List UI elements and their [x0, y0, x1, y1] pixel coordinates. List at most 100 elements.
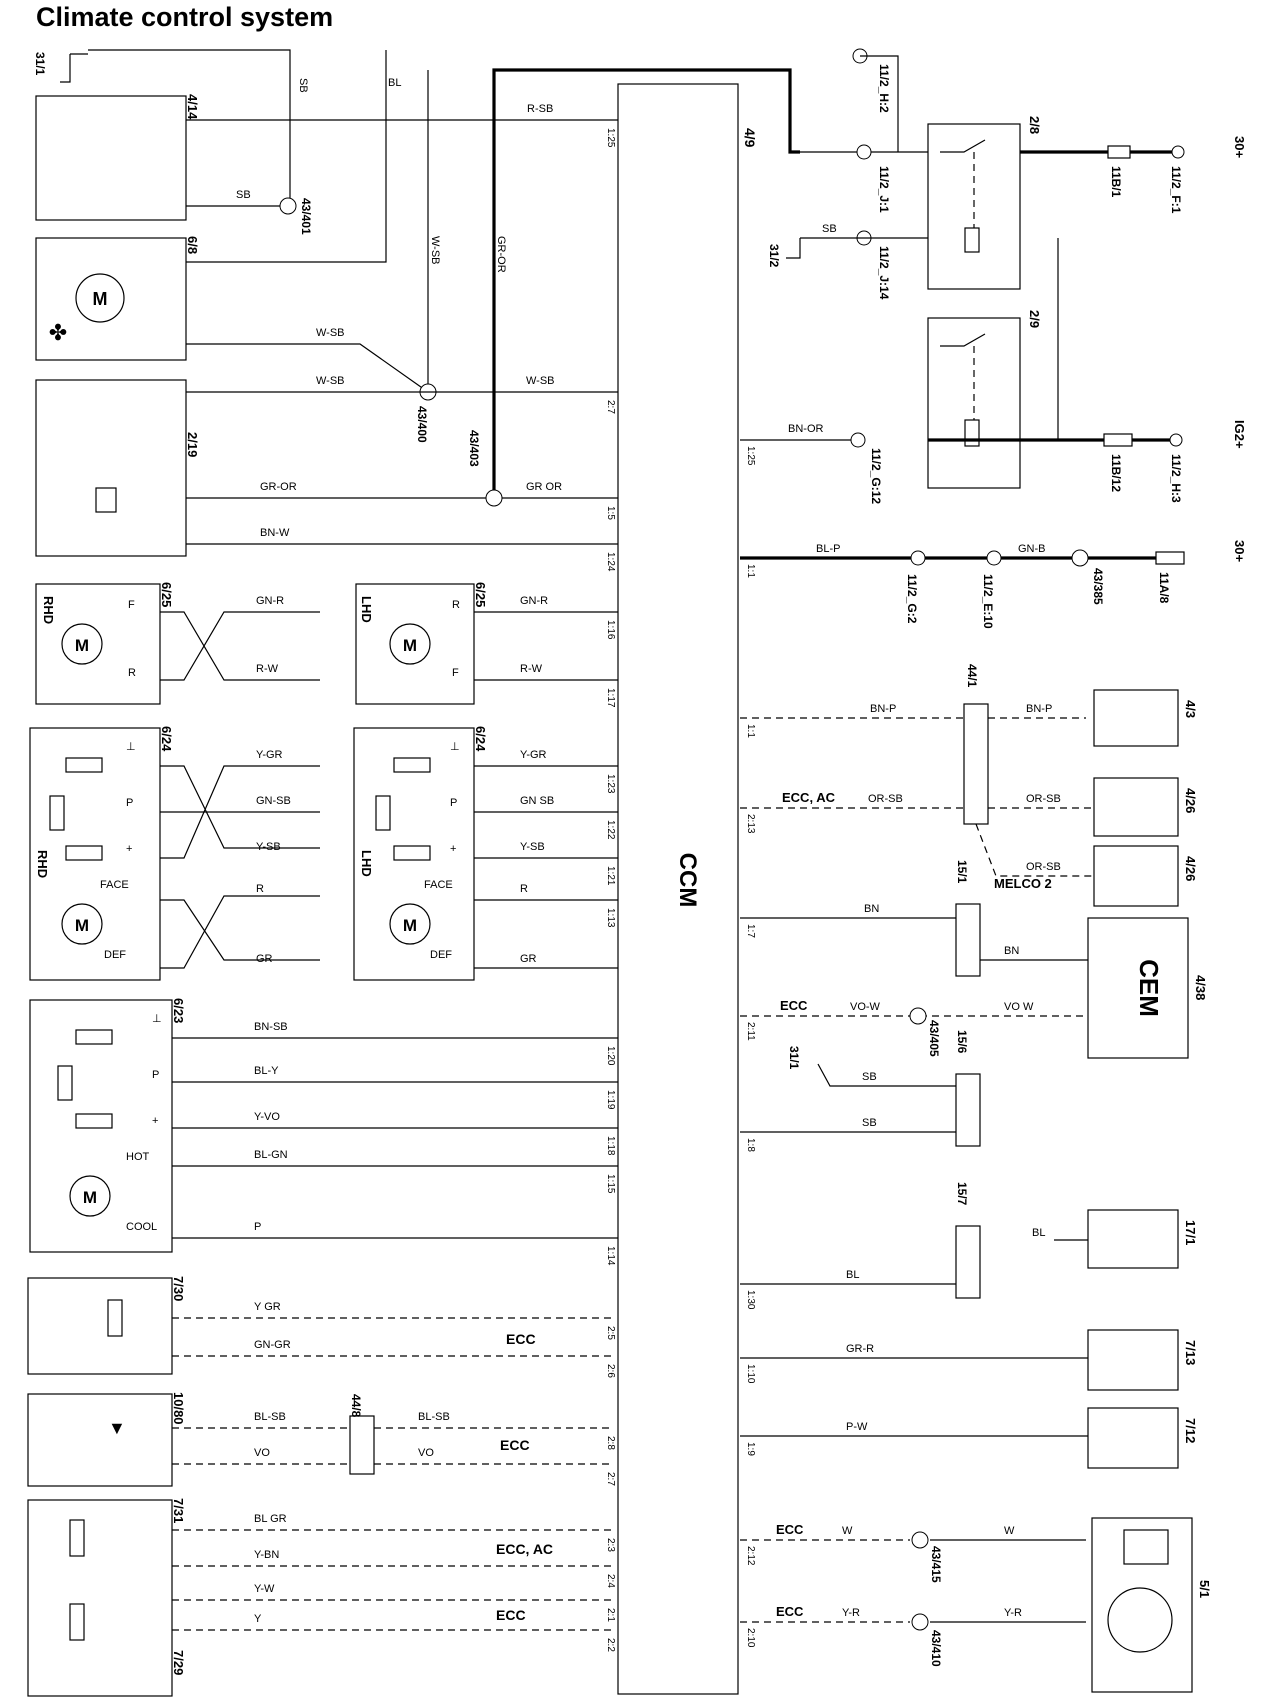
- terminal-11-2-e10: [986, 550, 1002, 566]
- wc-y-sb-lhd: Y-SB: [520, 841, 545, 853]
- relay-2-8-switch: [940, 139, 986, 153]
- ecc-ac-4-26: ECC, AC: [782, 790, 836, 805]
- label-7-12: 7/12: [1183, 1418, 1198, 1443]
- label-sp401: 43/401: [299, 198, 313, 235]
- label-7-29: 7/29: [171, 1650, 186, 1675]
- label-44-8: 44/8: [349, 1394, 363, 1418]
- ccm-pin-left: 1:24: [605, 552, 616, 572]
- label-j1: 11/2_J:1: [877, 166, 891, 213]
- wc-y-sb-rhd: Y-SB: [256, 841, 281, 853]
- gauge-icon: [1107, 1587, 1173, 1653]
- wc-gn-sb-rhd: GN-SB: [256, 795, 291, 807]
- ecc-w: ECC: [776, 1522, 804, 1537]
- wc-r-lhd: R: [520, 883, 528, 895]
- wire-rhd-cross-2: [160, 611, 320, 681]
- relay-2-9: [927, 317, 1021, 489]
- fan-motor: [75, 273, 125, 323]
- wire-rhd-gr: [160, 895, 320, 969]
- label-sp405: 43/405: [927, 1020, 941, 1057]
- motor-6-24-rhd-m: M: [75, 916, 89, 935]
- wire-gr-or-up: [492, 68, 800, 498]
- wc-r-rhd: R: [256, 883, 264, 895]
- wire-h2-loop: [860, 55, 899, 152]
- fan-icon: ✤: [49, 320, 67, 345]
- cem-module: [1087, 917, 1189, 1059]
- component-7-12: [1087, 1407, 1179, 1469]
- label-31-2: 31/2: [767, 244, 781, 268]
- terminal-11-2-f1: [1171, 145, 1185, 159]
- wc-bn-p-2: BN-P: [1026, 703, 1052, 715]
- wc-gn-gr: GN-GR: [254, 1339, 291, 1351]
- ccm-module: [617, 83, 739, 1695]
- ccm-ref: 4/9: [742, 128, 758, 148]
- label-fuse-11b1: 11B/1: [1109, 166, 1123, 198]
- pot-r2-rhd: [65, 845, 103, 861]
- wc-bl: BL: [388, 77, 401, 89]
- label-fuse-11a8: 11A/8: [1157, 572, 1171, 604]
- fuse-11b1: [1107, 145, 1131, 159]
- label-30-mid: 30+: [1232, 540, 1247, 562]
- ccm-pin-left: 1:25: [605, 128, 616, 148]
- label-4-26-a: 4/26: [1183, 788, 1198, 813]
- connector-44-8: [349, 1415, 375, 1475]
- label-10-80: 10/80: [171, 1392, 186, 1425]
- label-30-top: 30+: [1232, 136, 1247, 158]
- term-gnd-lhd: ⊥: [450, 741, 460, 753]
- motor-6-25-lhd-m: M: [403, 636, 417, 655]
- relay-2-8-coil: [964, 227, 980, 253]
- term-face-lhd: FACE: [424, 879, 453, 891]
- wc-y-gr-7-30: Y GR: [254, 1301, 281, 1313]
- wc-sb-mid-1: SB: [862, 1071, 877, 1083]
- label-6-25-b: 6/25: [473, 582, 488, 607]
- wc-gr-or: GR-OR: [260, 481, 297, 493]
- label-4-26-b: 4/26: [1183, 856, 1198, 881]
- ccm-pin-right: 2:11: [745, 1022, 756, 1041]
- splice-43-385: [1071, 549, 1089, 567]
- motor-6-23: [69, 1175, 111, 1217]
- splice-43-405: [909, 1007, 927, 1025]
- ecc-cem: ECC: [780, 998, 808, 1013]
- wc-gr-r: GR-R: [846, 1343, 874, 1355]
- wc-y-bn: Y-BN: [254, 1549, 279, 1561]
- label-6-24-a: 6/24: [159, 726, 174, 752]
- ecc-7-29: ECC: [496, 1607, 526, 1623]
- wc-bl-15-7: BL: [846, 1269, 859, 1281]
- ecc-7-30: ECC: [506, 1331, 536, 1347]
- ccm-pin-right: 1:1: [745, 724, 756, 738]
- sensor-7-29: [69, 1603, 85, 1641]
- label-h3: 11/2_H:3: [1169, 454, 1183, 503]
- ccm-pin-left: 1:14: [605, 1246, 616, 1266]
- label-5-1: 5/1: [1197, 1580, 1212, 1598]
- term-def-lhd: DEF: [430, 949, 452, 961]
- wc-bl-gr: BL GR: [254, 1513, 287, 1525]
- ground-31-1-mid: [817, 1063, 956, 1087]
- relay-2-9-switch: [940, 333, 986, 347]
- term-plus-6-23: +: [152, 1115, 158, 1127]
- ccm-pin-right: 2:12: [745, 1546, 756, 1566]
- label-f1: 11/2_F:1: [1169, 166, 1183, 214]
- wc-bl-gn: BL-GN: [254, 1149, 288, 1161]
- component-4-26-b: [1093, 845, 1179, 907]
- wc-w-sb-4: W-SB: [526, 375, 555, 387]
- label-44-1: 44/1: [965, 664, 979, 688]
- ecc-ac-7-31: ECC, AC: [496, 1541, 553, 1557]
- component-4-3: [1093, 689, 1179, 747]
- terminal-11-2-h2: [856, 144, 872, 160]
- term-cool: COOL: [126, 1221, 157, 1233]
- term-face-rhd: FACE: [100, 879, 129, 891]
- label-sp403: 43/403: [467, 430, 481, 467]
- term-plus-rhd: +: [126, 843, 132, 855]
- component-7-30: [27, 1277, 173, 1375]
- label-fuse-11b12: 11B/12: [1109, 454, 1123, 492]
- component-17-1: [1087, 1209, 1179, 1269]
- terminal-11-2-g2: [910, 550, 926, 566]
- ccm-pin-left: 1:21: [605, 866, 616, 886]
- motor-6-23-m: M: [83, 1188, 97, 1207]
- label-7-30: 7/30: [171, 1276, 186, 1301]
- ccm-pin-right: 1:1: [745, 564, 756, 578]
- component-7-13: [1087, 1329, 1179, 1391]
- splice-43-410: [911, 1613, 929, 1631]
- splice-43-403: [485, 489, 503, 507]
- motor-6-25-rhd: [61, 623, 103, 665]
